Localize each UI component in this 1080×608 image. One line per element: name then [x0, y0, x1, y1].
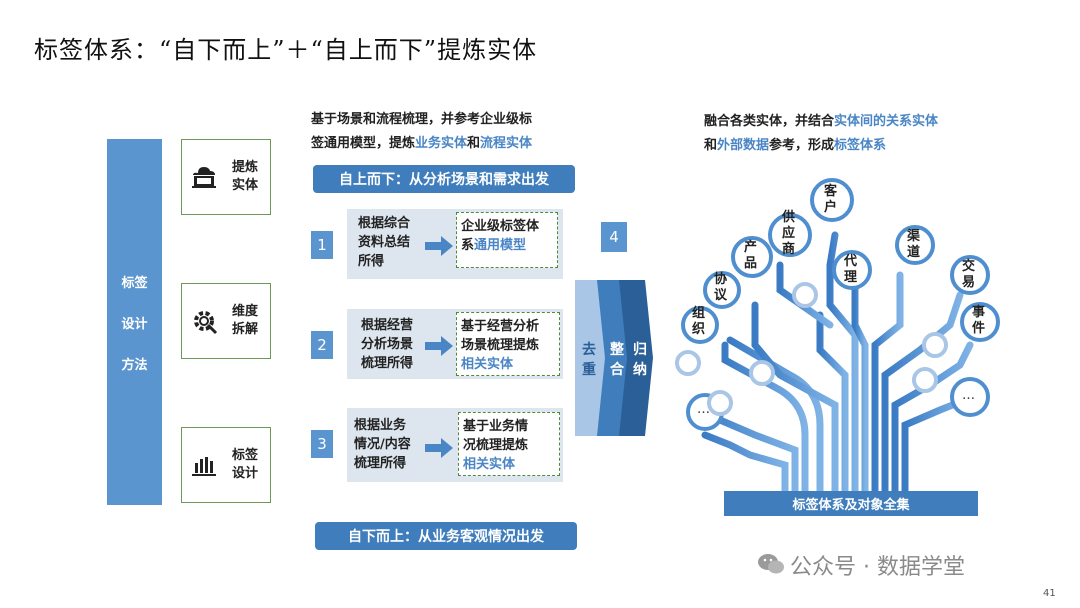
- cloud-computer-icon: [188, 161, 220, 193]
- row-number-3: 3: [311, 430, 333, 458]
- bottom-up-pill: 自下而上：从业务客观情况出发: [315, 522, 577, 550]
- tree-node-transaction: [950, 255, 990, 295]
- row2-source-line2: 分析场景: [361, 337, 414, 352]
- row3-source-line1: 根据业务: [354, 418, 407, 433]
- method-side-bar: 标签 设计 方法: [107, 139, 162, 505]
- right-intro-relation: 实体间的关系实体: [834, 114, 939, 129]
- process-chevrons: [575, 280, 653, 436]
- row1-result-line2: 系: [461, 238, 475, 253]
- tree-node-supplier: [768, 213, 812, 257]
- right-intro-c: 和: [704, 138, 718, 153]
- tree-label-org: 组织: [692, 306, 706, 337]
- tree-label-agreement: 协议: [714, 272, 728, 303]
- intro-highlight-business: 业务实体: [415, 136, 468, 151]
- right-intro-line2: 和外部数据参考，形成标签体系: [704, 134, 938, 158]
- step-label-decompose: 维度拆解: [231, 304, 258, 337]
- tree-node-agent: [832, 250, 872, 290]
- right-intro-a: 融合各类实体，并结合: [704, 114, 835, 129]
- step-label-tag-design: 标签设计: [231, 448, 258, 481]
- middle-intro-line2: 签通用模型，提炼业务实体和流程实体: [311, 132, 532, 156]
- page-number: 41: [1043, 588, 1056, 599]
- row2-result-line2: 场景梳理提炼: [461, 338, 540, 353]
- chevron-summarize-label: 归纳: [633, 342, 647, 378]
- chevron-dedupe-label: 去重: [582, 342, 596, 378]
- side-title-3: 方法: [121, 357, 148, 373]
- side-title-2: 设计: [121, 316, 148, 332]
- right-intro-external: 外部数据: [717, 138, 770, 153]
- tree-node-more-right: [950, 377, 990, 417]
- tree-node-product: [731, 236, 773, 278]
- row-result-2: 基于经营分析 场景梳理提炼 相关实体: [456, 312, 560, 376]
- tree-label-supplier: 供应商: [782, 210, 796, 257]
- row3-source-line2: 情况/内容: [354, 437, 411, 452]
- row1-result-line1: 企业级标签体: [461, 219, 540, 234]
- chevron-dedupe-shape: [575, 280, 609, 436]
- tree-label-event: 事件: [972, 305, 986, 336]
- row3-source-line3: 梳理所得: [354, 456, 407, 471]
- step-box-tag-design: 标签设计: [181, 427, 271, 503]
- tree-label-more-right: …: [962, 388, 975, 403]
- row1-result-highlight: 通用模型: [474, 238, 527, 253]
- intro-highlight-process: 流程实体: [480, 136, 533, 151]
- watermark-text: 公众号 · 数据学堂: [790, 555, 965, 580]
- step-4-number: 4: [601, 222, 627, 252]
- row-result-1: 企业级标签体 系通用模型: [456, 212, 558, 268]
- row1-source-line3: 所得: [358, 254, 385, 269]
- tree-label-channel: 渠道: [907, 229, 921, 260]
- tree-label-more-left: …: [697, 402, 710, 417]
- bar-chart-icon: [188, 449, 220, 481]
- row3-result-line2: 况梳理提炼: [463, 438, 529, 453]
- top-down-pill: 自上而下：从分析场景和需求出发: [313, 165, 575, 193]
- step-box-decompose: 维度拆解: [181, 283, 271, 359]
- chevron-integrate-label: 整合: [610, 342, 624, 378]
- right-intro-tag-system: 标签体系: [834, 138, 887, 153]
- tree-node-event: [960, 302, 1000, 342]
- tree-nodes: [681, 178, 1000, 431]
- tree-node-agreement: [703, 271, 741, 309]
- middle-intro: 基于场景和流程梳理，并参考企业级标 签通用模型，提炼业务实体和流程实体: [311, 108, 532, 156]
- step-box-extract: 提炼实体: [181, 139, 271, 215]
- row1-source-line2: 资料总结: [358, 235, 411, 250]
- tree-node-org: [681, 306, 719, 344]
- middle-intro-line1: 基于场景和流程梳理，并参考企业级标: [311, 112, 533, 127]
- row3-result-line1: 基于业务情: [463, 419, 529, 434]
- row-source-3: 根据业务 情况/内容 梳理所得: [354, 416, 411, 473]
- tree-label-transaction: 交易: [962, 259, 976, 290]
- row1-source-line1: 根据综合: [358, 216, 411, 231]
- row-number-2: 2: [311, 331, 333, 359]
- row-arrow-2: [425, 336, 455, 360]
- tree-label-product: 产品: [744, 240, 758, 271]
- tree-label-agent: 代理: [844, 254, 858, 285]
- right-intro: 融合各类实体，并结合实体间的关系实体 和外部数据参考，形成标签体系: [704, 110, 938, 158]
- row-source-2: 根据经营 分析场景 梳理所得: [361, 316, 413, 373]
- row2-source-line3: 梳理所得: [361, 356, 414, 371]
- right-intro-line1: 融合各类实体，并结合实体间的关系实体: [704, 110, 938, 134]
- row3-result-highlight: 相关实体: [463, 457, 516, 472]
- row-source-1: 根据综合 资料总结 所得: [358, 214, 410, 271]
- tree-label-customer: 客户: [824, 184, 838, 215]
- row2-result-line1: 基于经营分析: [461, 319, 540, 334]
- tag-system-full-set-box: 标签体系及对象全集: [724, 491, 978, 516]
- entity-tree: [675, 178, 1000, 495]
- row-arrow-1: [425, 236, 455, 260]
- tree-node-customer: [810, 178, 854, 222]
- tree-node-channel: [895, 225, 935, 265]
- chevron-summarize-shape: [619, 280, 653, 436]
- right-intro-e: 参考，形成: [769, 138, 835, 153]
- row-result-3: 基于业务情 况梳理提炼 相关实体: [458, 412, 560, 476]
- side-title-1: 标签: [121, 275, 148, 291]
- row2-result-highlight: 相关实体: [461, 357, 514, 372]
- gear-wrench-icon: [188, 305, 220, 337]
- intro-text-a: 签通用模型，提炼: [311, 136, 416, 151]
- row-number-1: 1: [311, 231, 333, 259]
- wechat-icon: [757, 552, 784, 574]
- step-label-extract: 提炼实体: [231, 160, 258, 193]
- row-arrow-3: [425, 438, 455, 462]
- row2-source-line1: 根据经营: [361, 318, 414, 333]
- page-title: 标签体系：“自下而上”＋“自上而下”提炼实体: [34, 36, 538, 64]
- chevron-integrate-shape: [597, 280, 631, 436]
- intro-text-c: 和: [467, 136, 481, 151]
- tree-decorative-nodes: [675, 282, 948, 416]
